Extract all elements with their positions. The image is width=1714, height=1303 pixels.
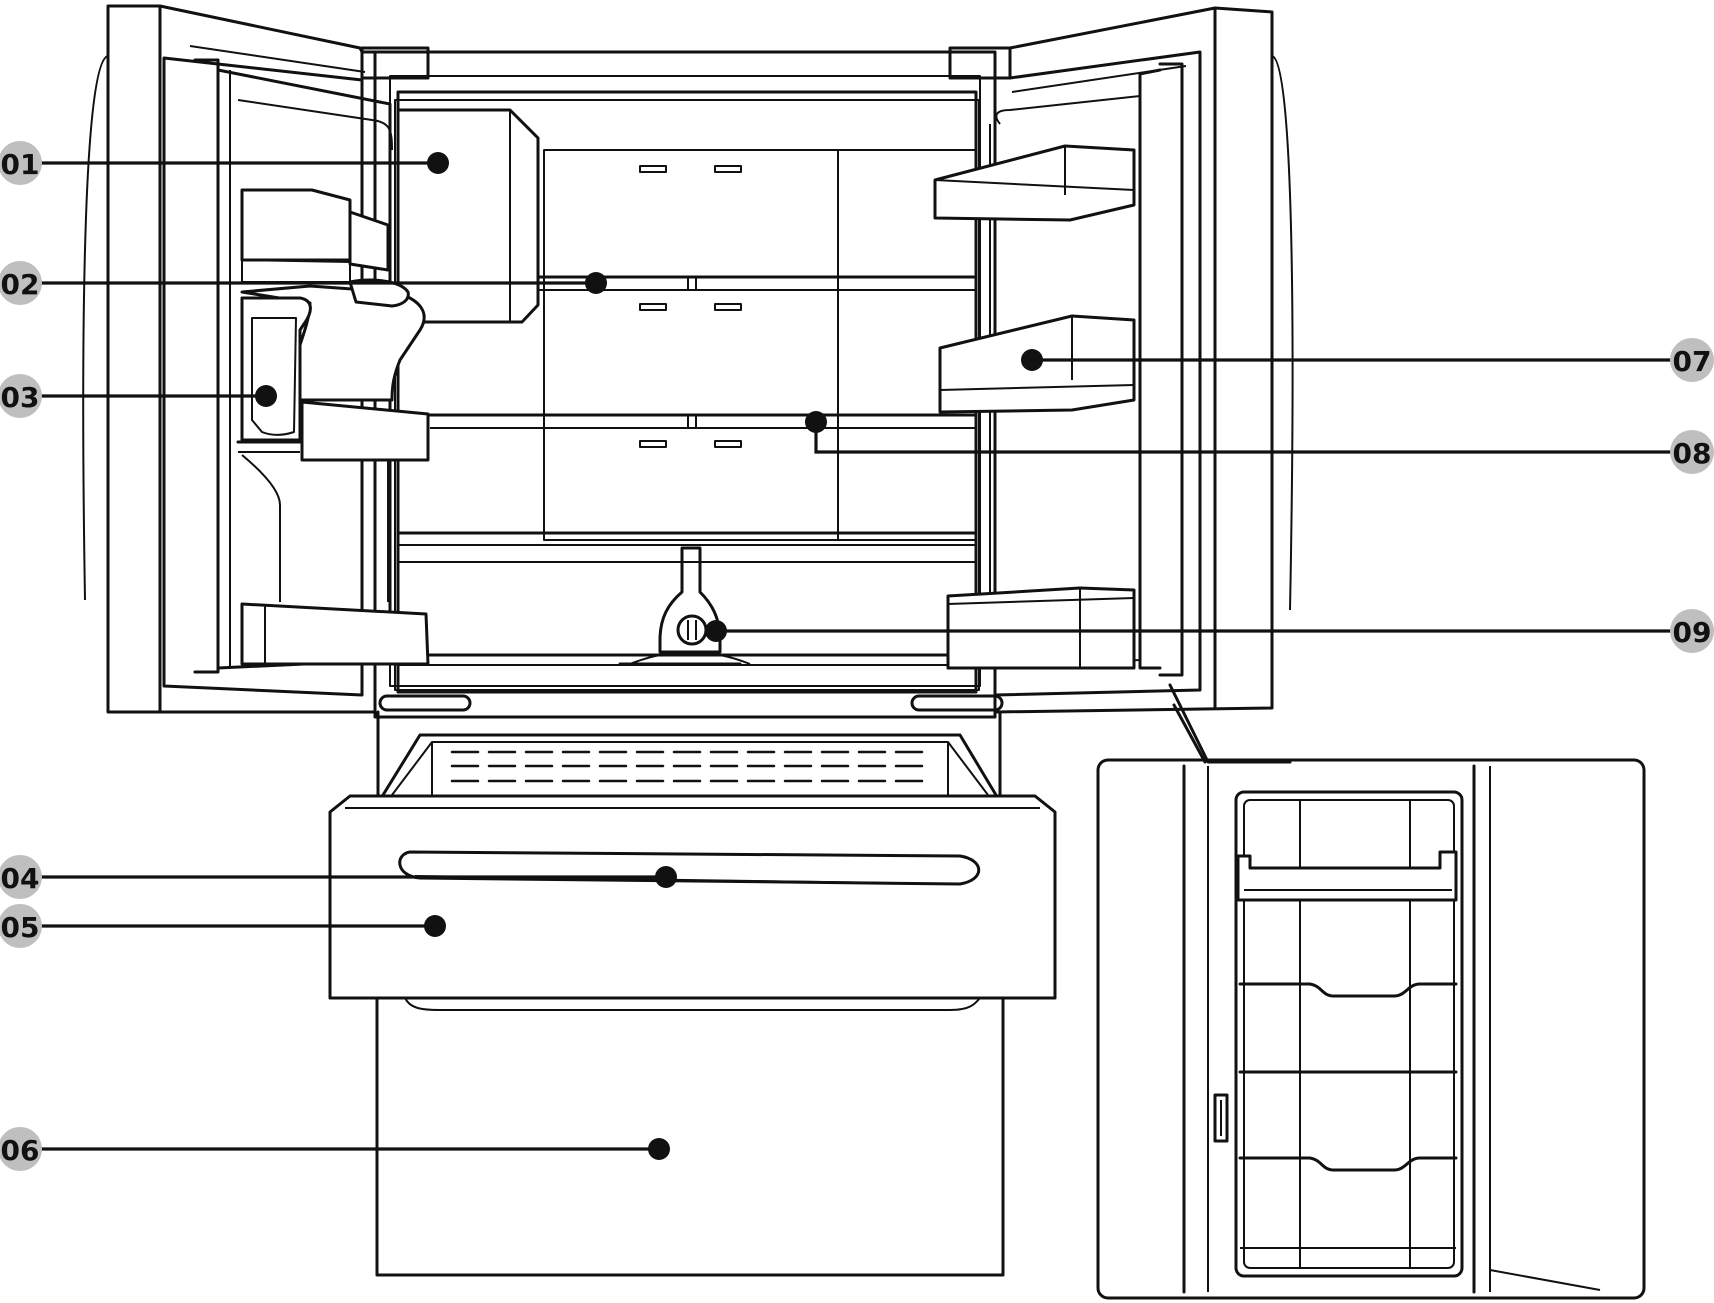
callout-03-badge	[0, 374, 42, 418]
callout-08-label: 08	[1673, 437, 1712, 470]
freezer-drawers	[328, 710, 1057, 1277]
callout-01-badge	[0, 141, 42, 185]
callout-08-badge	[1670, 430, 1714, 474]
callout-07-dot	[1021, 349, 1043, 371]
callout-01-label: 01	[1, 148, 40, 181]
ice-maker	[396, 108, 540, 324]
callout-09-label: 09	[1673, 616, 1712, 649]
callout-06-label: 06	[1, 1134, 40, 1167]
callout-04-dot	[655, 866, 677, 888]
callout-05-badge	[0, 904, 42, 948]
callout-05-dot	[424, 915, 446, 937]
callout-07[interactable]: 07	[1021, 338, 1714, 382]
callout-03[interactable]: 03	[0, 374, 277, 418]
callout-03-dot	[255, 385, 277, 407]
callout-07-label: 07	[1673, 345, 1712, 378]
basket-vents	[450, 750, 924, 783]
callout-02-dot	[585, 272, 607, 294]
fridge-shelves	[396, 275, 978, 666]
callout-04-label: 04	[1, 862, 40, 895]
callout-04[interactable]: 04	[0, 855, 677, 899]
callout-02-label: 02	[1, 268, 40, 301]
callout-05-label: 05	[1, 911, 40, 944]
left-door	[82, 4, 430, 714]
callout-07-badge	[1670, 338, 1714, 382]
callout-02-badge	[0, 261, 42, 305]
callout-09-dot	[705, 620, 727, 642]
callout-03-label: 03	[1, 381, 40, 414]
callout-09[interactable]: 09	[705, 609, 1714, 653]
freezer-inset	[1096, 683, 1646, 1300]
callout-01[interactable]: 01	[0, 141, 449, 185]
callout-02[interactable]: 02	[0, 261, 607, 305]
callout-05[interactable]: 05	[0, 904, 446, 948]
water-filter	[618, 546, 751, 666]
callout-08[interactable]: 08	[805, 411, 1714, 474]
callout-06-badge	[0, 1127, 42, 1171]
callout-06-dot	[648, 1138, 670, 1160]
callouts: 01 02 03 04 05	[0, 141, 1714, 1171]
callout-04-badge	[0, 855, 42, 899]
callout-09-badge	[1670, 609, 1714, 653]
callout-01-dot	[427, 152, 449, 174]
callout-08-dot	[805, 411, 827, 433]
callout-06[interactable]: 06	[0, 1127, 670, 1171]
